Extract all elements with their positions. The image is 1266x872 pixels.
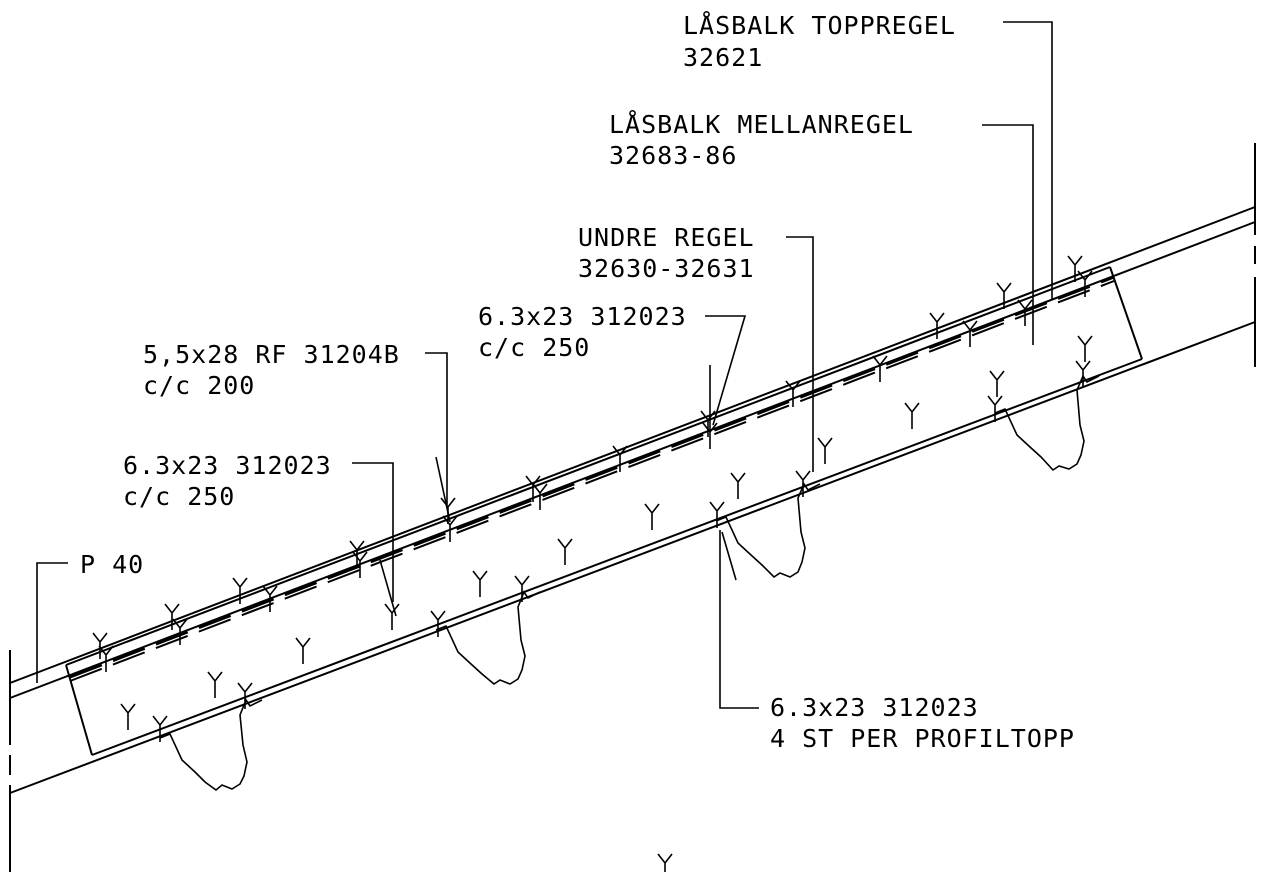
- label-screw-left-spec: 6.3x23 312023: [123, 451, 332, 480]
- leader-p40: [36, 562, 68, 683]
- screw-symbol: [1077, 270, 1093, 297]
- screw-symbol: [709, 501, 725, 528]
- inner-beam-line: [91, 358, 1143, 756]
- screw-symbol: [384, 603, 400, 630]
- screw-symbol: [514, 575, 530, 602]
- dashed-line-a: [69, 275, 1115, 679]
- screw-symbol: [1077, 335, 1093, 362]
- screw-symbol: [929, 312, 945, 339]
- leader-topregel: [1003, 21, 1053, 300]
- leader-screw-left-tick: [379, 559, 397, 617]
- profile-rib-2: [435, 590, 541, 685]
- leader-profiltopp: [719, 530, 759, 709]
- end-marks: [9, 143, 1256, 872]
- label-p40: P 40: [80, 550, 144, 579]
- label-undre-code: 32630-32631: [578, 254, 755, 283]
- profile-rib-1: [159, 698, 263, 792]
- screw-symbol: [164, 603, 180, 630]
- profile-ribs: [159, 374, 1100, 792]
- screw-symbol: [557, 538, 573, 565]
- screw-symbol: [817, 437, 833, 464]
- screw-symbol: [904, 402, 920, 429]
- screw-symbol: [612, 445, 628, 472]
- screw-symbol: [172, 618, 188, 645]
- label-undre-name: UNDRE REGEL: [578, 223, 755, 252]
- screw-symbol: [989, 370, 1005, 397]
- screw-symbol: [644, 503, 660, 530]
- screw-symbol: [1067, 255, 1083, 282]
- screw-symbol: [442, 515, 458, 542]
- screw-symbol: [349, 540, 365, 567]
- screw-symbol: [785, 380, 801, 407]
- label-topregel-code: 32621: [683, 43, 763, 72]
- screw-symbol: [872, 355, 888, 382]
- leader-rf-tick: [435, 456, 451, 523]
- screw-symbols: [92, 255, 1093, 872]
- screw-symbol: [98, 645, 114, 672]
- bottom-chord: [9, 321, 1256, 794]
- label-rf-spec: 5,5x28 RF 31204B: [143, 340, 400, 369]
- screw-symbol: [120, 703, 136, 730]
- screw-symbol: [92, 632, 108, 659]
- leader-undre: [786, 236, 814, 472]
- label-profiltopp-count: 4 ST PER PROFILTOPP: [770, 724, 1075, 753]
- screw-symbol: [987, 395, 1003, 422]
- screw-symbol: [430, 610, 446, 637]
- leader-profiltopp-tick: [721, 531, 737, 581]
- label-profiltopp-spec: 6.3x23 312023: [770, 693, 979, 722]
- screw-symbol: [237, 682, 253, 709]
- top-chord-outer: [9, 206, 1256, 684]
- leader-mellanregel: [982, 124, 1034, 345]
- sloped-beams: [9, 206, 1256, 794]
- label-screw-upper-spacing: c/c 250: [478, 333, 590, 362]
- labels: LÅSBALK TOPPREGEL 32621 LÅSBALK MELLANRE…: [80, 11, 1075, 753]
- screw-symbol: [996, 282, 1012, 309]
- screw-symbol: [295, 637, 311, 664]
- profile-rib-3: [715, 482, 821, 579]
- label-mellanregel-code: 32683-86: [609, 141, 737, 170]
- screw-symbol: [1017, 299, 1033, 326]
- screw-symbol: [232, 577, 248, 604]
- leader-screw-upper: [705, 315, 747, 426]
- screw-symbol: [352, 551, 368, 578]
- lock-beam-right-end: [1109, 266, 1143, 360]
- leader-rf: [425, 352, 448, 505]
- leader-lines: [36, 21, 1053, 709]
- leader-screw-left: [352, 462, 394, 602]
- label-screw-upper-spec: 6.3x23 312023: [478, 302, 687, 331]
- label-topregel-name: LÅSBALK TOPPREGEL: [683, 11, 956, 40]
- screw-symbol: [262, 585, 278, 612]
- screw-symbol: [657, 853, 673, 872]
- profile-rib-4: [994, 374, 1100, 472]
- dashed-fastener-line: [69, 275, 1115, 682]
- label-mellanregel-name: LÅSBALK MELLANREGEL: [609, 110, 914, 139]
- screw-symbol: [730, 472, 746, 499]
- screw-symbol: [207, 671, 223, 698]
- screw-symbol: [152, 715, 168, 742]
- label-screw-left-spacing: c/c 250: [123, 482, 235, 511]
- screw-symbol: [795, 470, 811, 497]
- screw-symbol: [532, 483, 548, 510]
- dashed-line-b: [69, 280, 1115, 682]
- screw-symbol: [472, 570, 488, 597]
- label-rf-spacing: c/c 200: [143, 371, 255, 400]
- screw-symbol: [1075, 360, 1091, 387]
- screw-symbol: [962, 320, 978, 347]
